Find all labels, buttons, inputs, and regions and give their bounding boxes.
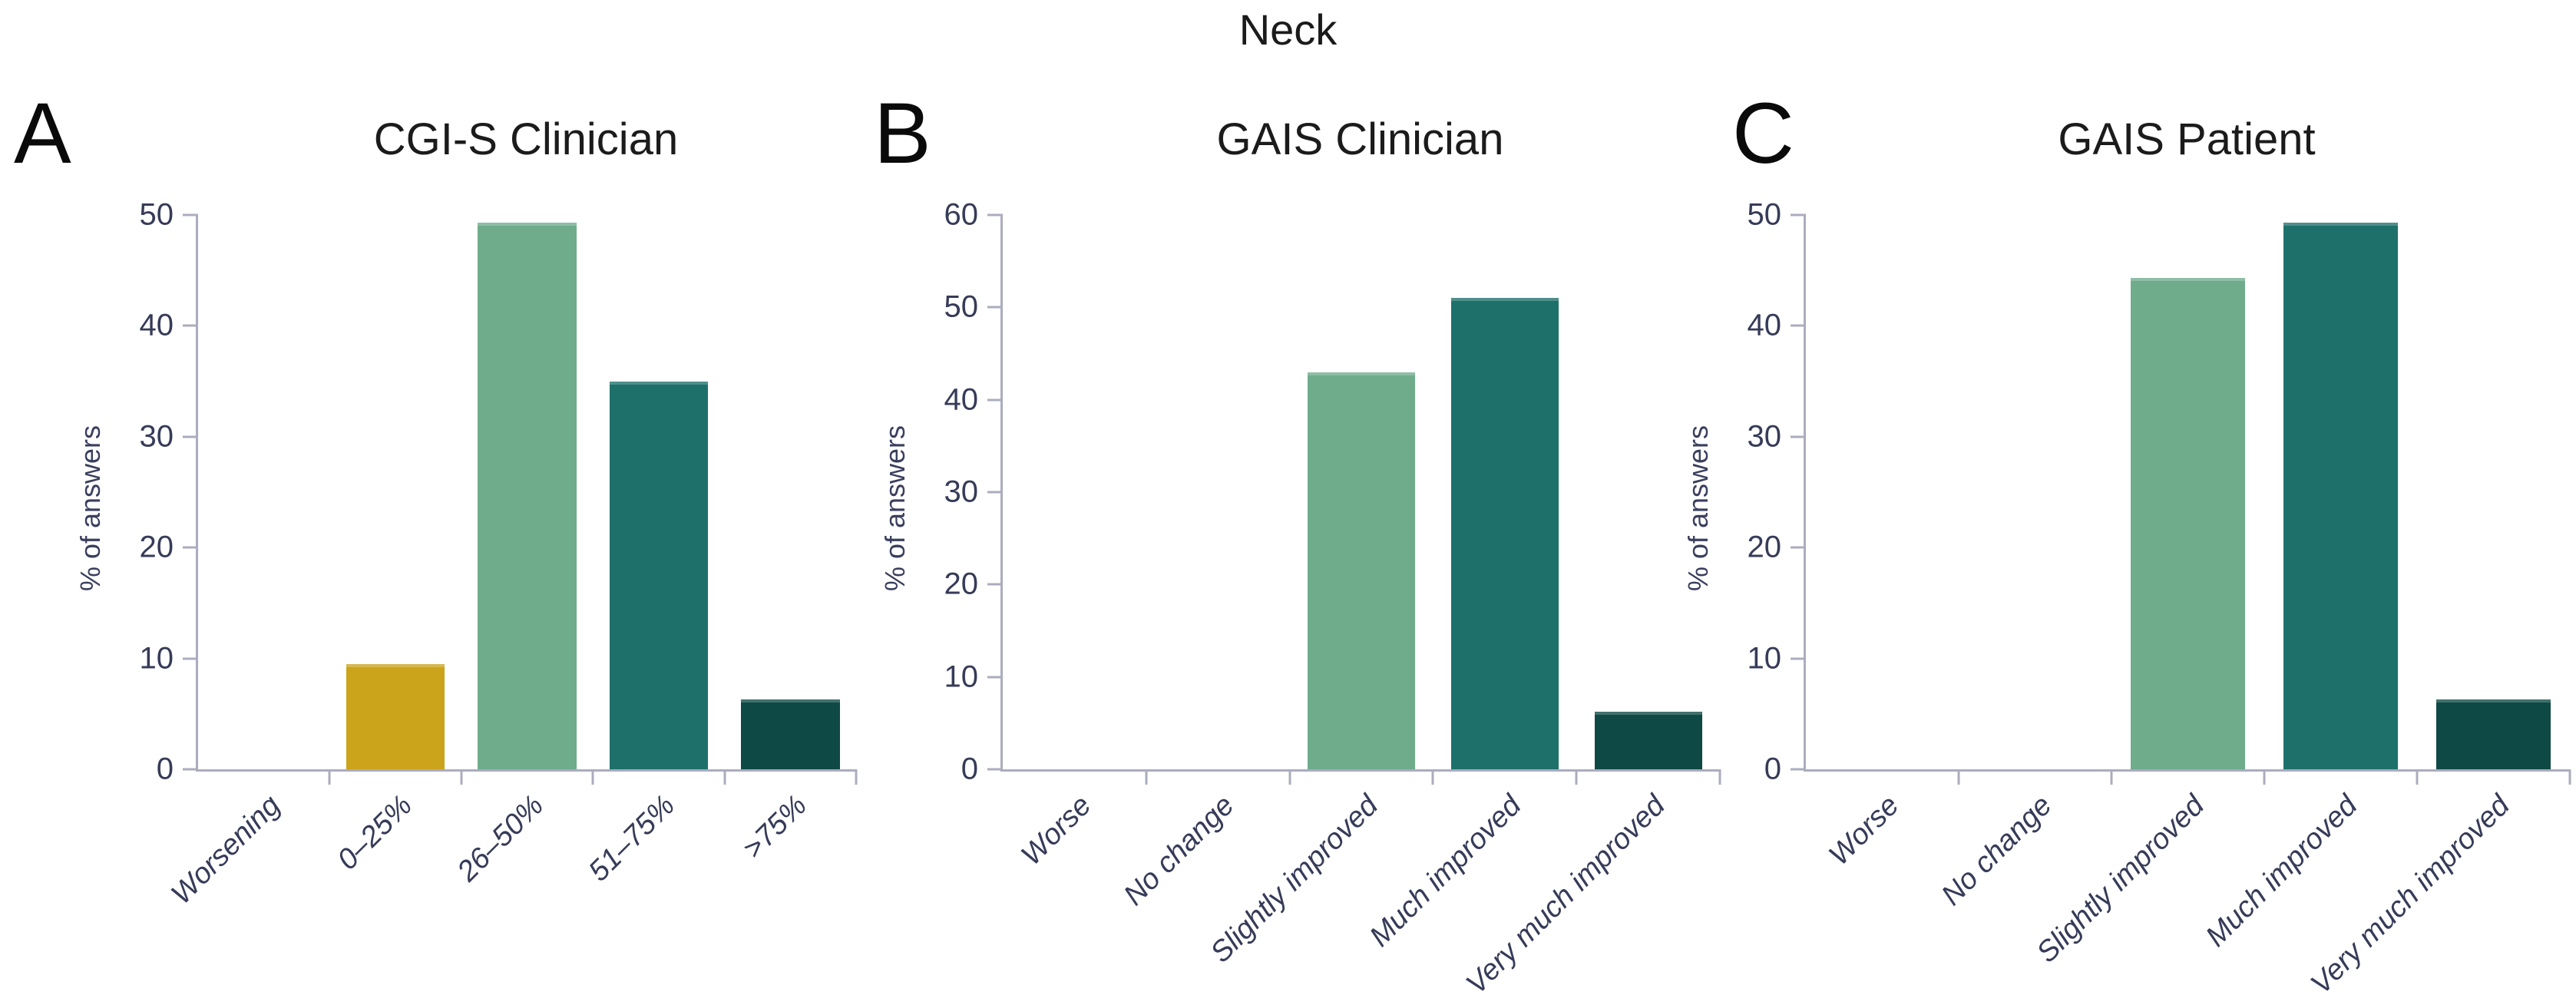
y-tick-50 [987, 306, 1003, 309]
figure-title: Neck [1238, 5, 1338, 54]
y-tick-label-50: 50 [1747, 197, 1782, 232]
x-tick-label-26-50-: 26–50% [451, 789, 551, 888]
y-tick-label-10: 10 [944, 660, 979, 694]
x-tick-5 [855, 769, 858, 785]
x-tick-label-worse: Worse [1822, 789, 1906, 872]
x-tick-label-no-change: No change [1118, 789, 1241, 912]
y-tick-0 [987, 768, 1003, 771]
y-tick-40 [987, 398, 1003, 402]
panel-title-cgis-clinician: CGI-S Clinician [373, 114, 679, 164]
bar-much-improved [1450, 298, 1559, 769]
x-tick-5 [2568, 769, 2571, 785]
y-tick-label-30: 30 [1747, 419, 1782, 454]
x-tick-label-worse: Worse [1014, 789, 1098, 872]
y-axis-label: % of answers [879, 425, 911, 592]
panel-title-gais-patient: GAIS Patient [2058, 114, 2316, 164]
y-tick-label-20: 20 [944, 567, 979, 601]
bar-much-improved [2283, 223, 2399, 769]
bar-very-much-improved [2435, 699, 2551, 769]
x-tick-3 [1431, 769, 1434, 785]
bar-26-50- [478, 223, 577, 769]
y-tick-label-0: 0 [156, 752, 174, 786]
y-tick-label-50: 50 [944, 289, 979, 324]
x-tick-label-much-improved: Much improved [1364, 789, 1528, 954]
y-tick-50 [1791, 213, 1806, 217]
x-tick-1 [328, 769, 331, 785]
panel-cgis-clinician: A CGI-S Clinician % of answers 0 10 20 30 40… [0, 0, 858, 1005]
x-tick-4 [1575, 769, 1578, 785]
y-tick-label-30: 30 [139, 419, 174, 454]
panel-letter-c: C [1732, 85, 1794, 181]
y-tick-label-50: 50 [139, 197, 174, 232]
y-tick-label-30: 30 [944, 474, 979, 509]
y-tick-label-40: 40 [944, 382, 979, 417]
y-tick-20 [183, 546, 198, 549]
y-tick-label-40: 40 [1747, 308, 1782, 342]
panel-letter-a: A [14, 85, 71, 181]
x-tick-3 [2263, 769, 2266, 785]
x-tick-4 [723, 769, 726, 785]
x-tick-4 [2416, 769, 2419, 785]
bar-0-25- [346, 663, 445, 769]
y-tick-50 [183, 213, 198, 217]
bar-51-75- [609, 381, 709, 769]
x-tick-1 [1957, 769, 1960, 785]
y-tick-label-40: 40 [139, 308, 174, 342]
x-tick-label-worsening: Worsening [165, 789, 287, 911]
y-tick-60 [987, 213, 1003, 217]
y-tick-label-60: 60 [944, 197, 979, 232]
y-tick-30 [987, 491, 1003, 494]
y-tick-label-0: 0 [961, 752, 978, 786]
bar-very-much-improved [1594, 712, 1702, 769]
panel-letter-b: B [874, 85, 931, 181]
y-tick-label-10: 10 [139, 641, 174, 676]
bar-slightly-improved [1307, 372, 1416, 769]
x-tick-1 [1145, 769, 1148, 785]
x-tick-label-slightly-improved: Slightly improved [2030, 789, 2211, 970]
x-tick-2 [460, 769, 463, 785]
y-tick-10 [1791, 657, 1806, 660]
y-tick-label-10: 10 [1747, 641, 1782, 676]
x-tick-2 [1288, 769, 1291, 785]
x-tick-label-much-improved: Much improved [2199, 789, 2364, 954]
x-tick-3 [591, 769, 594, 785]
y-tick-10 [183, 657, 198, 660]
y-tick-20 [1791, 546, 1806, 549]
x-tick-5 [1718, 769, 1721, 785]
y-tick-label-20: 20 [139, 530, 174, 564]
x-tick-label-0-25-: 0–25% [331, 789, 418, 877]
panel-gais-clinician: B GAIS Clinician % of answers 0 10 20 30 40 5… [860, 0, 1721, 1005]
bar-slightly-improved [2130, 278, 2246, 769]
bar--75- [741, 699, 840, 769]
y-tick-label-0: 0 [1764, 752, 1781, 786]
x-tick-label-51-75-: 51–75% [583, 789, 682, 888]
y-tick-10 [987, 676, 1003, 679]
y-axis-label: % of answers [74, 425, 106, 592]
y-tick-20 [987, 583, 1003, 586]
y-axis-label: % of answers [1682, 425, 1714, 592]
y-tick-40 [183, 324, 198, 327]
y-tick-30 [183, 435, 198, 438]
x-tick-2 [2110, 769, 2113, 785]
panel-title-gais-clinician: GAIS Clinician [1216, 114, 1504, 164]
y-tick-0 [183, 768, 198, 771]
x-tick-label-no-change: No change [1935, 789, 2058, 912]
y-tick-label-20: 20 [1747, 530, 1782, 564]
y-tick-30 [1791, 435, 1806, 438]
x-tick-label--75-: >75% [736, 789, 813, 866]
y-tick-0 [1791, 768, 1806, 771]
y-tick-40 [1791, 324, 1806, 327]
